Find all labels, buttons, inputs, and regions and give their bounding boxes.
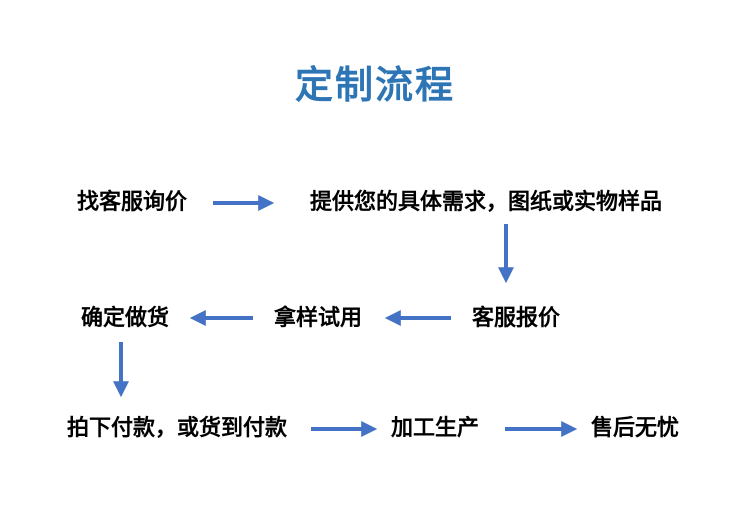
step-after-sales: 售后无忧 [590, 416, 679, 441]
step-contact-service: 找客服询价 [76, 190, 187, 215]
step-service-quote: 客服报价 [471, 306, 560, 331]
step-production: 加工生产 [390, 416, 479, 441]
page-title: 定制流程 [294, 63, 455, 107]
step-sample-trial: 拿样试用 [273, 306, 362, 331]
step-provide-requirements: 提供您的具体需求，图纸或实物样品 [309, 190, 662, 215]
step-payment: 拍下付款，或货到付款 [66, 416, 287, 441]
step-confirm-order: 确定做货 [80, 306, 169, 331]
